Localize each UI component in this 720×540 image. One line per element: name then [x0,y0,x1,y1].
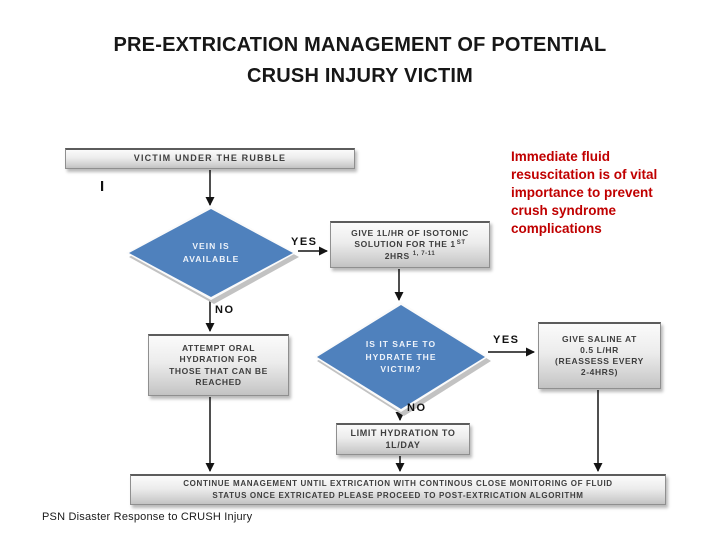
node-line: LIMIT HYDRATION TO [350,427,456,438]
node-vein-available: VEIN IS AVAILABLE [126,206,299,304]
node-line: HYDRATION FOR [179,354,258,365]
node-line: GIVE SALINE AT [562,333,637,344]
page-title: PRE-EXTRICATION MANAGEMENT OF POTENTIAL … [0,30,720,92]
decision-line: VEIN IS [192,241,230,252]
decision-line: AVAILABLE [182,254,240,264]
decision-label: IS IT SAFE TO HYDRATE THE VICTIM? [314,302,488,412]
node-safe-to-hydrate: IS IT SAFE TO HYDRATE THE VICTIM? [314,302,491,416]
note-immediate-fluid: Immediate fluid resuscitation is of vita… [511,149,658,236]
node-line-text: 2HRS [384,250,410,261]
label-no-vein: NO [215,304,235,316]
decision-line: HYDRATE THE [365,351,437,362]
node-give-saline: GIVE SALINE AT 0.5 L/HR (REASSESS EVERY … [538,322,661,389]
decision-label: VEIN IS AVAILABLE [126,206,296,300]
node-line: CONTINUE MANAGEMENT UNTIL EXTRICATION WI… [183,478,613,488]
node-line: STATUS ONCE EXTRICATED PLEASE PROCEED TO… [212,491,584,500]
footer-citation: PSN Disaster Response to CRUSH Injury [42,511,253,523]
node-line: THOSE THAT CAN BE [169,365,268,376]
reference-superscript: 1, 7-11 [412,250,436,257]
node-victim-under-rubble: VICTIM UNDER THE RUBBLE [65,148,355,169]
node-line: GIVE 1L/HR OF ISOTONIC [351,228,469,239]
node-line: REACHED [195,376,242,387]
stray-i-mark: I [100,178,105,195]
node-line: SOLUTION FOR THE 1ST [354,239,465,250]
title-line-2: CRUSH INJURY VICTIM [246,65,474,87]
decision-line: IS IT SAFE TO [365,338,437,349]
node-label: VICTIM UNDER THE RUBBLE [133,153,287,164]
superscript: ST [456,239,466,246]
node-line: 1L/DAY [385,439,421,450]
title-line-1: PRE-EXTRICATION MANAGEMENT OF POTENTIAL [113,34,607,56]
decision-line: VICTIM? [380,364,422,375]
node-limit-hydration: LIMIT HYDRATION TO 1L/DAY [336,423,470,455]
node-line: ATTEMPT ORAL [181,343,256,354]
node-continue-management: CONTINUE MANAGEMENT UNTIL EXTRICATION WI… [130,474,666,505]
node-oral-hydration: ATTEMPT ORAL HYDRATION FOR THOSE THAT CA… [148,334,289,396]
node-line-text: SOLUTION FOR THE 1 [354,239,456,250]
node-isotonic-solution: GIVE 1L/HR OF ISOTONIC SOLUTION FOR THE … [330,221,490,268]
label-yes-safe: YES [493,334,520,346]
node-line: 0.5 L/HR [580,344,619,355]
label-yes-vein: YES [291,236,318,248]
node-line: (REASSESS EVERY [555,356,644,366]
node-line: 2-4HRS) [580,367,619,378]
label-no-safe: NO [407,402,427,414]
